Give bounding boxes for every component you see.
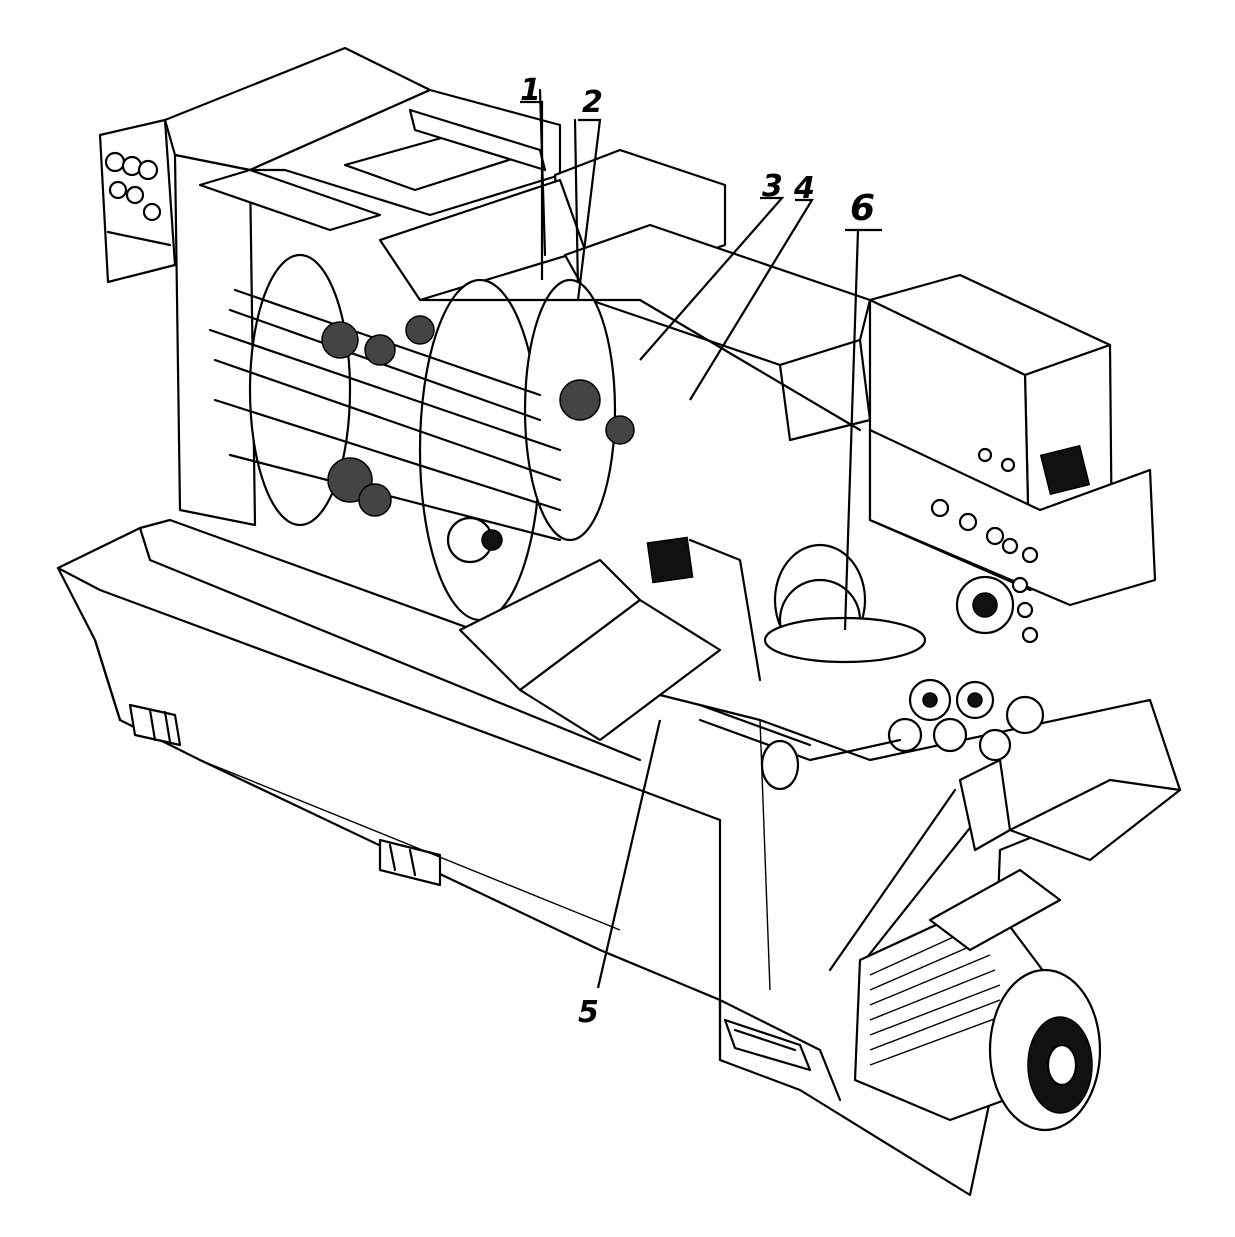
right-cabinet — [868, 273, 1157, 644]
motor — [828, 758, 1182, 1132]
leader-6 — [843, 228, 882, 631]
callout-5: 5 — [578, 995, 599, 1030]
callout-1: 1 — [520, 73, 541, 108]
gear-train — [698, 543, 1045, 791]
callout-3: 3 — [762, 169, 783, 204]
callout-4: 4 — [793, 171, 815, 206]
spindle-drum — [208, 253, 862, 742]
upper-frame — [198, 88, 872, 442]
leader-1 — [520, 100, 544, 280]
leader-3 — [639, 196, 785, 361]
callout-6: 6 — [850, 188, 875, 229]
leader-4 — [689, 198, 814, 401]
leader-5 — [596, 719, 662, 989]
callout-labels: 1 2 3 4 6 5 — [520, 73, 875, 1030]
leader-2 — [576, 118, 602, 301]
callout-2: 2 — [582, 85, 603, 120]
leader-lines — [520, 100, 882, 989]
left-housing — [98, 46, 432, 527]
